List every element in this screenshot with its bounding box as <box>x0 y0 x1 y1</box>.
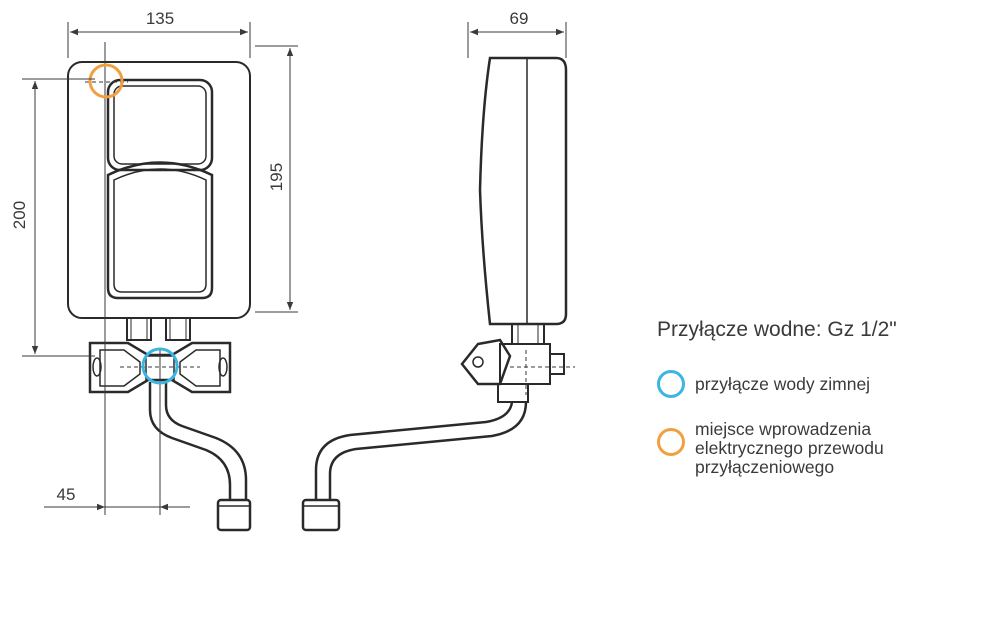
side-connector <box>511 323 545 345</box>
water-connector-right <box>165 317 191 341</box>
water-connector-left <box>126 317 152 341</box>
dim-width-front: 135 <box>146 9 174 28</box>
front-panel <box>106 161 214 300</box>
display-window <box>106 78 214 172</box>
dim-height-body: 195 <box>267 163 286 191</box>
side-spout-outlet <box>301 498 341 532</box>
legend: Przyłącze wodne: Gz 1/2" przyłącze wody … <box>657 318 977 495</box>
dim-width-side: 69 <box>510 9 529 28</box>
side-centre-lines <box>510 350 575 395</box>
dimension-lines <box>22 22 567 511</box>
orange-ring-icon <box>88 63 124 99</box>
front-body-outline <box>67 61 251 319</box>
blue-ring-icon <box>657 370 685 398</box>
spout-pipe <box>148 382 248 500</box>
side-spout-pipe <box>314 401 528 500</box>
side-view <box>301 56 568 532</box>
front-centre-lines <box>85 42 200 515</box>
legend-title: Przyłącze wodne: Gz 1/2" <box>657 318 897 341</box>
legend-label-power-cable: miejsce wprowadzenia elektrycznego przew… <box>695 419 884 477</box>
legend-label-cold-water: przyłącze wody zimnej <box>695 373 871 394</box>
dim-height-total: 200 <box>10 201 29 229</box>
orange-ring-icon <box>657 428 685 456</box>
side-body-outline <box>478 56 568 326</box>
side-valve <box>460 338 512 386</box>
legend-item-cold-water: przyłącze wody zimnej <box>657 370 977 398</box>
front-view <box>67 61 252 532</box>
legend-item-power-cable: miejsce wprowadzenia elektrycznego przew… <box>657 420 977 477</box>
spout-outlet <box>216 498 252 532</box>
blue-ring-icon <box>141 347 179 385</box>
dim-outlet-offset: 45 <box>57 485 76 504</box>
